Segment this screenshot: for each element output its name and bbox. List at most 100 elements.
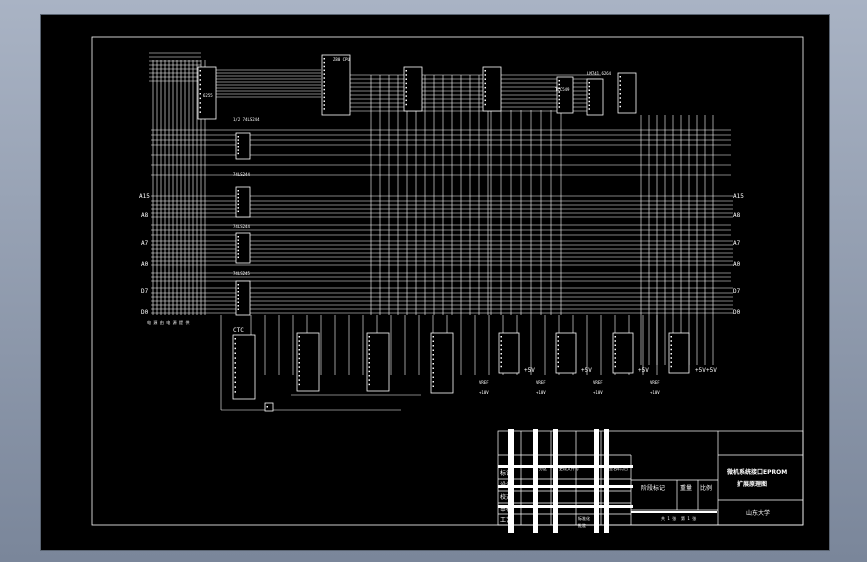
chip-pin bbox=[323, 58, 325, 60]
chip-pin bbox=[588, 97, 590, 99]
chip-pin bbox=[368, 357, 370, 360]
tb-small-mark-3: 年月日 bbox=[616, 465, 628, 471]
cad-viewport[interactable]: A15 A8 A7 A0 D7 D0 A15 A8 A7 A0 D7 D0 62… bbox=[40, 14, 830, 551]
chip-pin bbox=[558, 102, 560, 104]
ic-ls245 bbox=[235, 280, 251, 316]
bus-label-right-a15: A15 bbox=[733, 193, 744, 200]
chip-pin bbox=[619, 105, 621, 108]
chip-pin bbox=[237, 200, 239, 202]
chip-pin bbox=[298, 375, 300, 377]
ic-ls244-c bbox=[235, 232, 251, 264]
chip-pin bbox=[405, 91, 407, 93]
ic-ls244-a bbox=[235, 132, 251, 160]
chip-pin bbox=[558, 80, 560, 82]
chip-pin bbox=[199, 88, 201, 90]
chip-pin bbox=[368, 362, 370, 364]
chip-pin bbox=[614, 336, 616, 338]
chip-pin bbox=[558, 95, 560, 97]
chip-pin bbox=[484, 78, 486, 80]
v10-label-1: +10V bbox=[479, 390, 489, 395]
chip-pin bbox=[237, 142, 239, 145]
chip-pin bbox=[500, 348, 502, 351]
chip-pin bbox=[323, 85, 325, 87]
chip-pin bbox=[237, 287, 239, 289]
drawing-title-line2: 扩展原理图 bbox=[737, 480, 767, 488]
chip-pin bbox=[614, 353, 616, 355]
v10-label-2: +10V bbox=[536, 390, 546, 395]
chip-pin bbox=[588, 100, 590, 103]
chip-pin bbox=[298, 349, 300, 351]
chip-pin bbox=[432, 354, 434, 356]
chip-pin bbox=[614, 361, 616, 363]
ic-bottom-1 bbox=[296, 332, 320, 392]
chip-pin bbox=[368, 336, 370, 338]
chip-pin bbox=[614, 348, 616, 351]
chip-pin bbox=[234, 376, 236, 379]
chip-pin bbox=[237, 210, 239, 213]
vref-label-1: VREF bbox=[479, 380, 489, 385]
chip-pin bbox=[368, 379, 370, 381]
chip-pin bbox=[323, 65, 325, 68]
tb-bottom-label-0: 共 1 张 bbox=[661, 515, 676, 521]
chip-pin bbox=[368, 344, 370, 347]
ic-ls244-b bbox=[235, 186, 251, 218]
bus-label-left-a0: A0 bbox=[141, 261, 149, 268]
chip-pin bbox=[298, 357, 300, 360]
chip-pin bbox=[237, 253, 239, 255]
chip-pin bbox=[234, 347, 236, 350]
chip-pin bbox=[298, 344, 300, 347]
ic-6255 bbox=[197, 66, 217, 120]
chip-pin bbox=[588, 89, 590, 91]
chip-label-top-right: LM741 6264 bbox=[587, 71, 612, 76]
chip-pin bbox=[405, 82, 407, 85]
chip-pin bbox=[432, 340, 434, 342]
chip-pin bbox=[619, 80, 621, 82]
organization-name: 山东大学 bbox=[746, 509, 770, 517]
chip-pin bbox=[432, 358, 434, 360]
tb-row-label-0: 标记 bbox=[500, 469, 512, 477]
bus-label-left-a8: A8 bbox=[141, 212, 149, 219]
tb-small-mark-1: 更改文件号 bbox=[559, 465, 579, 471]
chip-pin bbox=[234, 352, 236, 354]
chip-pin bbox=[405, 78, 407, 80]
chip-pin bbox=[237, 203, 239, 206]
chip-pin bbox=[237, 305, 239, 307]
chip-pin bbox=[199, 102, 201, 104]
chip-pin bbox=[670, 340, 672, 342]
chip-pin bbox=[484, 74, 486, 76]
chip-pin bbox=[234, 371, 236, 374]
chip-label-6255: 6255 bbox=[203, 93, 213, 98]
chip-pin bbox=[558, 98, 560, 101]
chip-pin bbox=[500, 340, 502, 342]
chip-pin bbox=[199, 93, 201, 95]
chip-label-ls244-a: 1/2 74LS244 bbox=[233, 117, 260, 122]
chip-pin bbox=[237, 256, 239, 259]
chip-label-ls244-c: 74LS244 bbox=[233, 224, 250, 229]
chip-pin bbox=[558, 91, 560, 93]
chip-pin bbox=[237, 298, 239, 300]
schematic-drawing: A15 A8 A7 A0 D7 D0 A15 A8 A7 A0 D7 D0 62… bbox=[91, 36, 804, 533]
vref-label-4: VREF bbox=[650, 380, 660, 385]
ic-top-mid-1 bbox=[403, 66, 423, 112]
footer-note: 电 源 由 电 源 提 供 bbox=[147, 319, 189, 325]
tb-small-mark-5: 批准 bbox=[578, 522, 586, 528]
chip-pin bbox=[484, 95, 486, 97]
chip-pin bbox=[368, 366, 370, 368]
chip-pin bbox=[484, 99, 486, 102]
chip-pin bbox=[557, 357, 559, 359]
tb-bottom-label-1: 第 1 张 bbox=[681, 515, 696, 521]
chip-pin bbox=[237, 242, 239, 245]
chip-pin bbox=[298, 336, 300, 338]
chip-pin bbox=[500, 365, 502, 368]
chip-pin bbox=[237, 193, 239, 195]
chip-label-ctc: CTC bbox=[233, 327, 244, 334]
ic-top-right-2 bbox=[617, 72, 637, 114]
chip-pin bbox=[237, 207, 239, 209]
chip-pin bbox=[237, 149, 239, 151]
chip-pin bbox=[323, 92, 325, 95]
v10-label-3: +10V bbox=[593, 390, 603, 395]
bus-label-left-d7: D7 bbox=[141, 288, 149, 295]
tb-small-mark-0: 分区 bbox=[539, 465, 547, 471]
chip-pin bbox=[432, 367, 434, 369]
chip-pin bbox=[558, 87, 560, 89]
